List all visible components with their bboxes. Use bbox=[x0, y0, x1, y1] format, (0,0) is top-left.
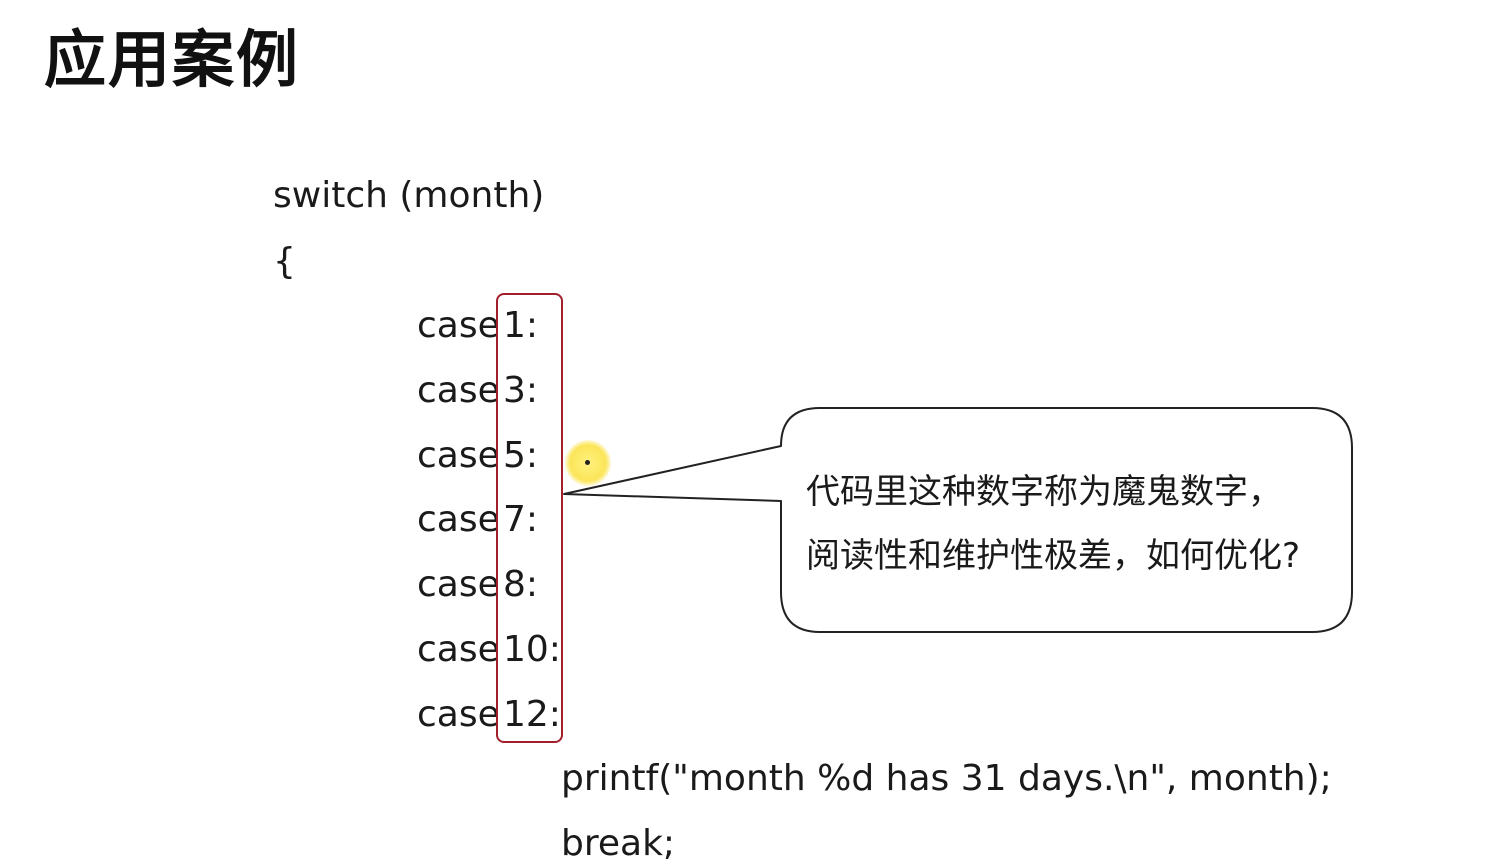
slide-title: 应用案例 bbox=[44, 23, 301, 96]
case-value: 7: bbox=[503, 499, 539, 540]
case-value: 12: bbox=[503, 694, 561, 735]
callout-bubble-outline bbox=[563, 407, 1353, 633]
code-printf-line: printf("month %d has 31 days.\n", month)… bbox=[561, 758, 1332, 799]
mouse-pointer-highlight bbox=[565, 440, 611, 486]
case-keyword: case bbox=[417, 435, 500, 476]
callout-text-line-2: 阅读性和维护性极差，如何优化? bbox=[806, 536, 1301, 576]
case-value: 5: bbox=[503, 435, 539, 476]
case-keyword: case bbox=[417, 694, 500, 735]
mouse-pointer-dot bbox=[585, 460, 590, 465]
case-value: 8: bbox=[503, 564, 539, 605]
case-keyword: case bbox=[417, 564, 500, 605]
code-break-line: break; bbox=[561, 823, 676, 864]
magic-number-highlight-box bbox=[496, 293, 563, 743]
case-keyword: case bbox=[417, 629, 500, 670]
case-value: 1: bbox=[503, 305, 539, 346]
case-keyword: case bbox=[417, 370, 500, 411]
case-keyword: case bbox=[417, 499, 500, 540]
code-switch-line: switch (month) bbox=[273, 175, 545, 216]
case-value: 10: bbox=[503, 629, 561, 670]
code-open-brace: { bbox=[273, 241, 296, 282]
case-keyword: case bbox=[417, 305, 500, 346]
callout-text-line-1: 代码里这种数字称为魔鬼数字， bbox=[806, 472, 1282, 512]
case-value: 3: bbox=[503, 370, 539, 411]
